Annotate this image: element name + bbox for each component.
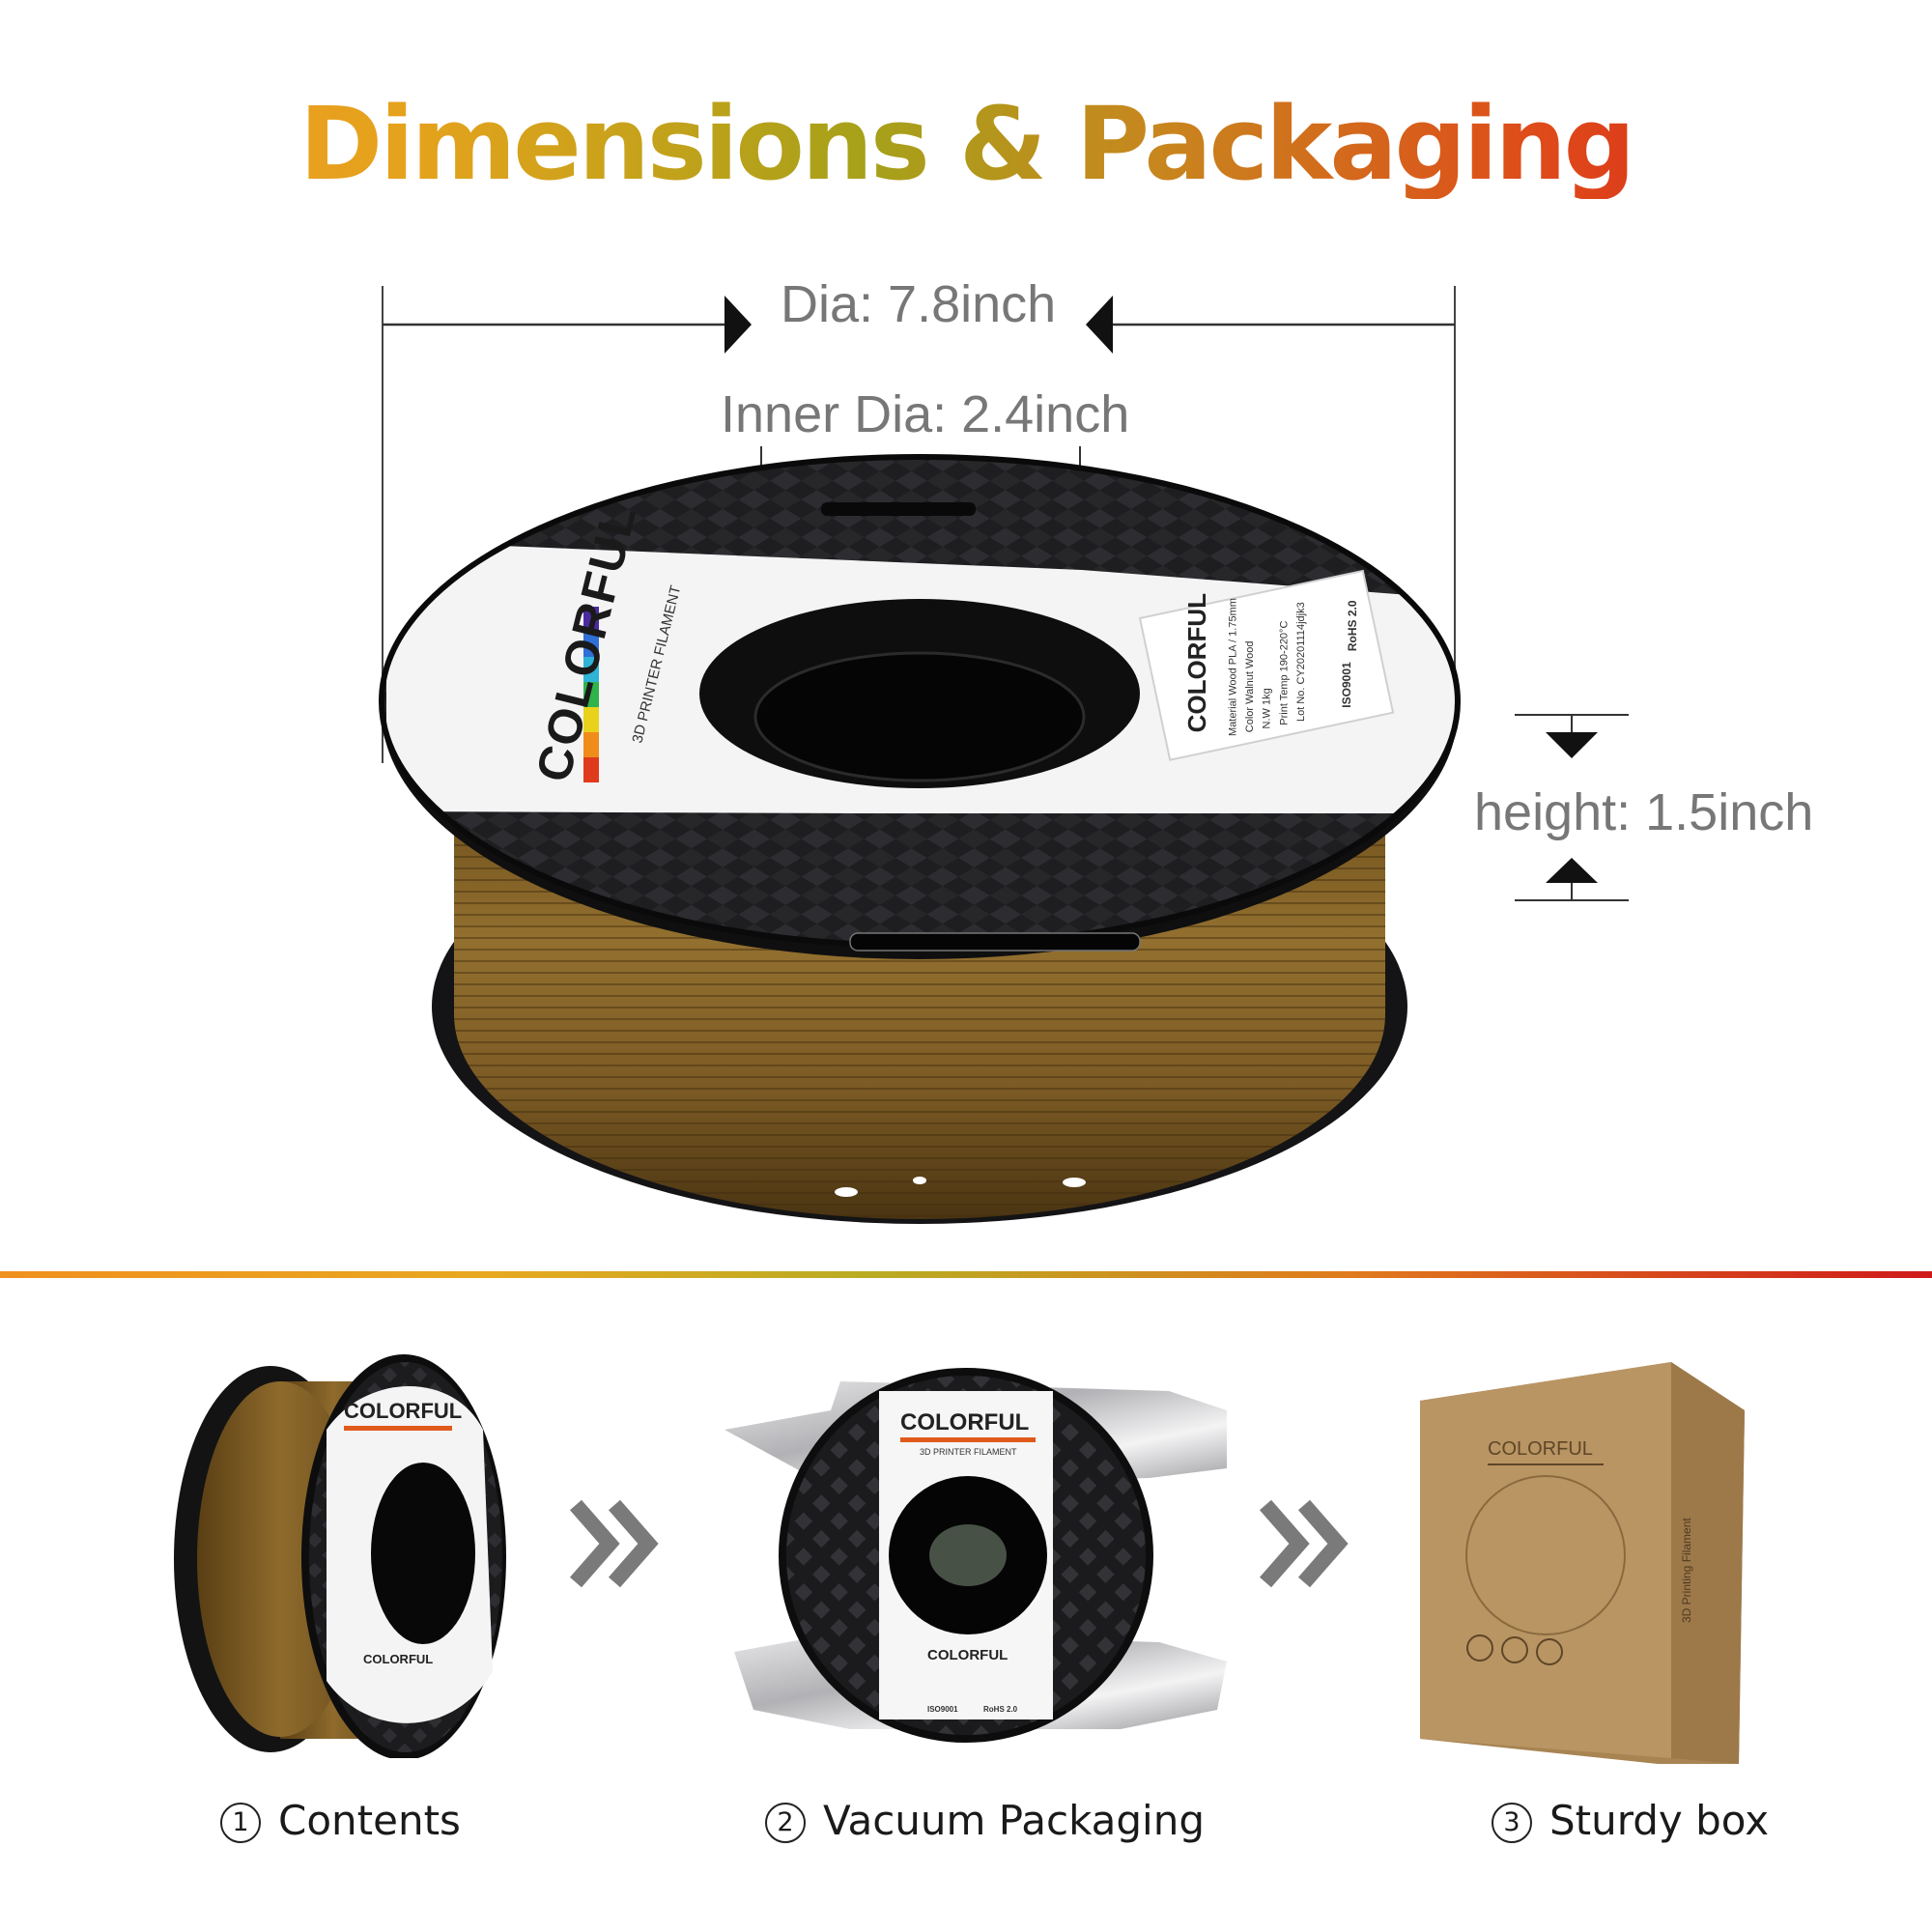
height-bottom-arrow bbox=[1546, 858, 1598, 883]
vacuum-cert-1: ISO9001 bbox=[927, 1705, 958, 1714]
step-number: 1 bbox=[220, 1803, 261, 1843]
height-label: height: 1.5inch bbox=[1474, 783, 1814, 841]
step-label: Sturdy box bbox=[1549, 1797, 1770, 1844]
step-vacuum-packaging: 2 Vacuum Packaging bbox=[765, 1797, 1205, 1844]
chevron-right-icon bbox=[1259, 1499, 1349, 1588]
spool-rainbow-stripe bbox=[583, 607, 599, 782]
main-spool-image: COLORFUL 3D PRINTER FILAMENT COLORFUL IS… bbox=[379, 454, 1461, 1224]
sticker-info-line: N.W 1kg bbox=[1262, 688, 1273, 728]
section-divider bbox=[0, 1271, 1932, 1278]
sticker-info-line: Material Wood PLA / 1.75mm bbox=[1228, 598, 1239, 736]
sticker-info-line: Lot No. CY20201114jdjk3 bbox=[1295, 602, 1307, 722]
height-top-arrow bbox=[1546, 732, 1598, 758]
sticker-info-line: Color Walnut Wood bbox=[1244, 640, 1256, 732]
sticker-brand-text: COLORFUL bbox=[1182, 593, 1211, 733]
vacuum-subtitle-text: 3D PRINTER FILAMENT bbox=[920, 1447, 1017, 1457]
sturdy-box-image: COLORFUL 3D Printing Filament bbox=[1420, 1362, 1745, 1764]
box-side-text: 3D Printing Filament bbox=[1680, 1518, 1693, 1623]
step-number: 2 bbox=[765, 1803, 806, 1843]
sticker-cert-1: ISO9001 bbox=[1340, 662, 1353, 708]
outer-diameter-label: Dia: 7.8inch bbox=[781, 275, 1057, 333]
vacuum-sticker-brand: COLORFUL bbox=[927, 1647, 1008, 1663]
contents-sticker-brand: COLORFUL bbox=[363, 1652, 433, 1666]
step-label: Contents bbox=[278, 1797, 461, 1844]
outer-dia-right-arrow bbox=[1086, 296, 1113, 354]
step-contents: 1 Contents bbox=[220, 1797, 461, 1844]
outer-dia-left-arrow bbox=[724, 296, 752, 354]
inner-diameter-label: Inner Dia: 2.4inch bbox=[721, 385, 1130, 443]
page-title: Dimensions & Packaging bbox=[0, 89, 1932, 200]
vacuum-packaging-image: COLORFUL 3D PRINTER FILAMENT COLORFUL IS… bbox=[724, 1368, 1227, 1743]
sticker-cert-2: RoHS 2.0 bbox=[1346, 600, 1359, 651]
contents-spool-image: COLORFUL COLORFUL bbox=[174, 1354, 506, 1758]
step-sturdy-box: 3 Sturdy box bbox=[1492, 1797, 1769, 1844]
sticker-info-line: Print Temp 190-220°C bbox=[1278, 621, 1290, 725]
box-brand-text: COLORFUL bbox=[1488, 1438, 1593, 1460]
step-label: Vacuum Packaging bbox=[823, 1797, 1206, 1844]
chevron-right-icon bbox=[569, 1499, 659, 1588]
vacuum-brand-text: COLORFUL bbox=[900, 1409, 1029, 1435]
step-number: 3 bbox=[1492, 1803, 1532, 1843]
vacuum-cert-2: RoHS 2.0 bbox=[983, 1705, 1018, 1714]
contents-brand-text: COLORFUL bbox=[344, 1399, 462, 1423]
